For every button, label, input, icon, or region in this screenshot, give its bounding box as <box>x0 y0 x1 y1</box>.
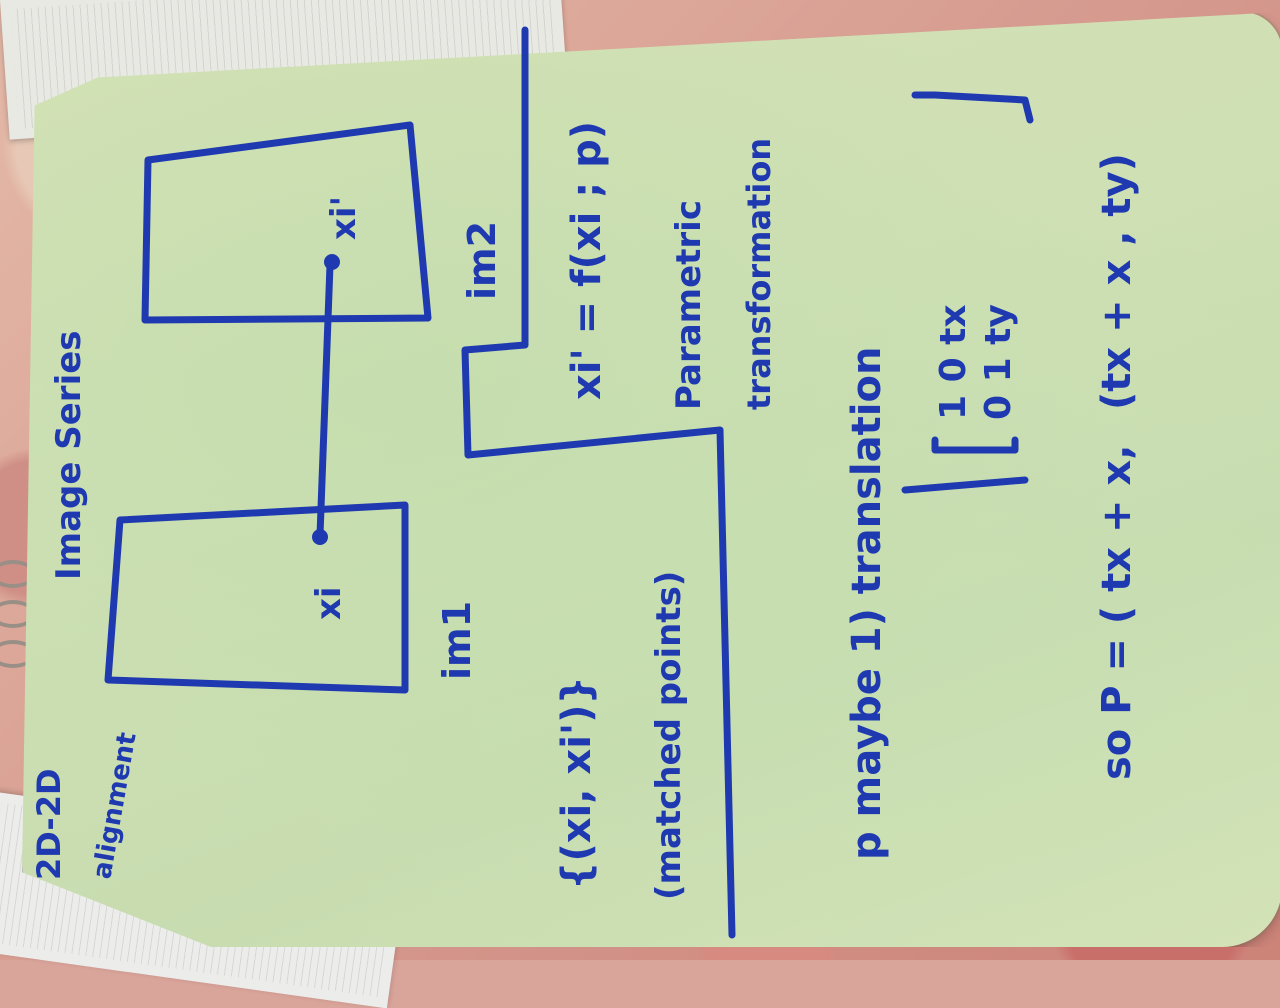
formula-text: xi' = f(xi ; p) <box>564 121 610 400</box>
right-frame-label: im2 <box>460 221 504 300</box>
matched-set-text: {(xi, xi')} <box>554 676 600 890</box>
so-line-text: so P = ( tx + x, <box>1094 445 1140 780</box>
left-point-label: xi <box>309 586 349 620</box>
whiteboard <box>22 12 1280 947</box>
matrix-bracket-left <box>901 476 1029 494</box>
divider-line <box>461 26 736 939</box>
point-dot <box>312 529 328 545</box>
param-label-line1: Parametric <box>669 200 709 410</box>
matched-note-text: (matched points) <box>649 571 689 900</box>
point-dot <box>324 254 340 270</box>
matrix-bracket-left <box>931 436 1019 454</box>
matrix-bracket-right <box>911 91 1034 124</box>
handwriting-layer: Image Series 2D-2D alignment xi xi' im1 … <box>30 26 1140 939</box>
tuple-line-text: (tx + x , ty) <box>1094 153 1140 410</box>
left-frame-label: im1 <box>435 601 479 680</box>
right-image-frame <box>141 121 432 324</box>
left-image-frame <box>104 501 409 694</box>
right-point-label: xi' <box>324 196 364 240</box>
title-text: Image Series <box>49 330 89 580</box>
p-line-text: p maybe 1) translation <box>844 347 890 860</box>
matrix-row-2: 0 1 ty <box>978 304 1019 420</box>
corner-sublabel: alignment <box>87 730 142 881</box>
param-label-line2: transformation <box>740 138 778 410</box>
corner-label: 2D-2D <box>30 768 68 880</box>
correspondence-line <box>316 261 334 539</box>
matrix-row-1: 1 0 tx <box>933 304 974 420</box>
